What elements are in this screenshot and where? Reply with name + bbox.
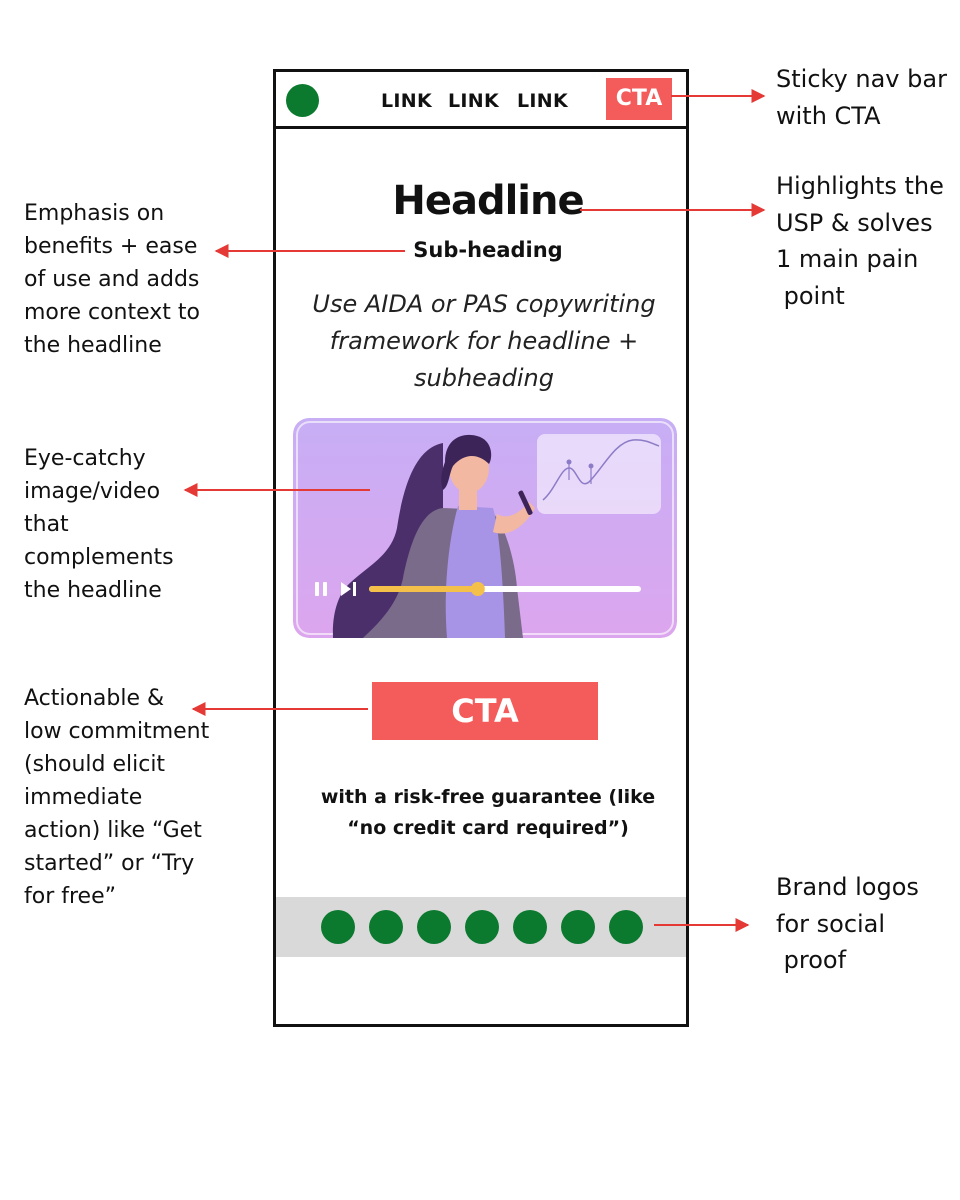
subheading: Sub-heading [413,238,563,262]
annotation-subheading: Emphasis on benefits + ease of use and a… [24,201,200,358]
nav-link-1[interactable]: LINK [381,90,433,112]
pause-icon [315,582,319,596]
brand-logo-4 [465,910,499,944]
annotation-headline: Highlights the USP & solves 1 main pain … [776,172,944,310]
annotation-nav: Sticky nav bar with CTA [776,65,947,130]
annotation-media: Eye-catchy image/video that complements … [24,446,174,603]
brand-logos-bar [276,897,686,957]
hero-video[interactable] [293,418,677,638]
landing-page-wireframe: LINK LINK LINK CTA Headline Sub-heading … [273,69,689,1027]
brand-logo-1 [321,910,355,944]
headline: Headline [392,178,584,224]
brand-logo-7 [609,910,643,944]
nav-link-3[interactable]: LINK [517,90,569,112]
nav-logo[interactable] [286,84,319,117]
risk-free-guarantee-text: with a risk-free guarantee (like “no cre… [320,786,656,839]
sticky-nav-bar: LINK LINK LINK CTA [276,72,686,129]
chart-card [537,434,661,514]
chart-line [542,439,660,501]
framework-text: Use AIDA or PAS copywriting framework fo… [312,290,656,392]
nav-link-2[interactable]: LINK [448,90,500,112]
nav-cta-button[interactable]: CTA [606,78,672,120]
annotation-cta: Actionable & low commitment (should elic… [24,686,210,909]
progress-fill [369,586,478,592]
annotation-logos: Brand logos for social proof [776,873,919,974]
progress-handle[interactable] [470,582,485,596]
brand-logo-2 [369,910,403,944]
skip-icon [341,582,351,596]
brand-logo-5 [513,910,547,944]
primary-cta-button[interactable]: CTA [372,682,598,740]
brand-logo-3 [417,910,451,944]
hero-video-illustration [293,418,677,638]
brand-logo-6 [561,910,595,944]
